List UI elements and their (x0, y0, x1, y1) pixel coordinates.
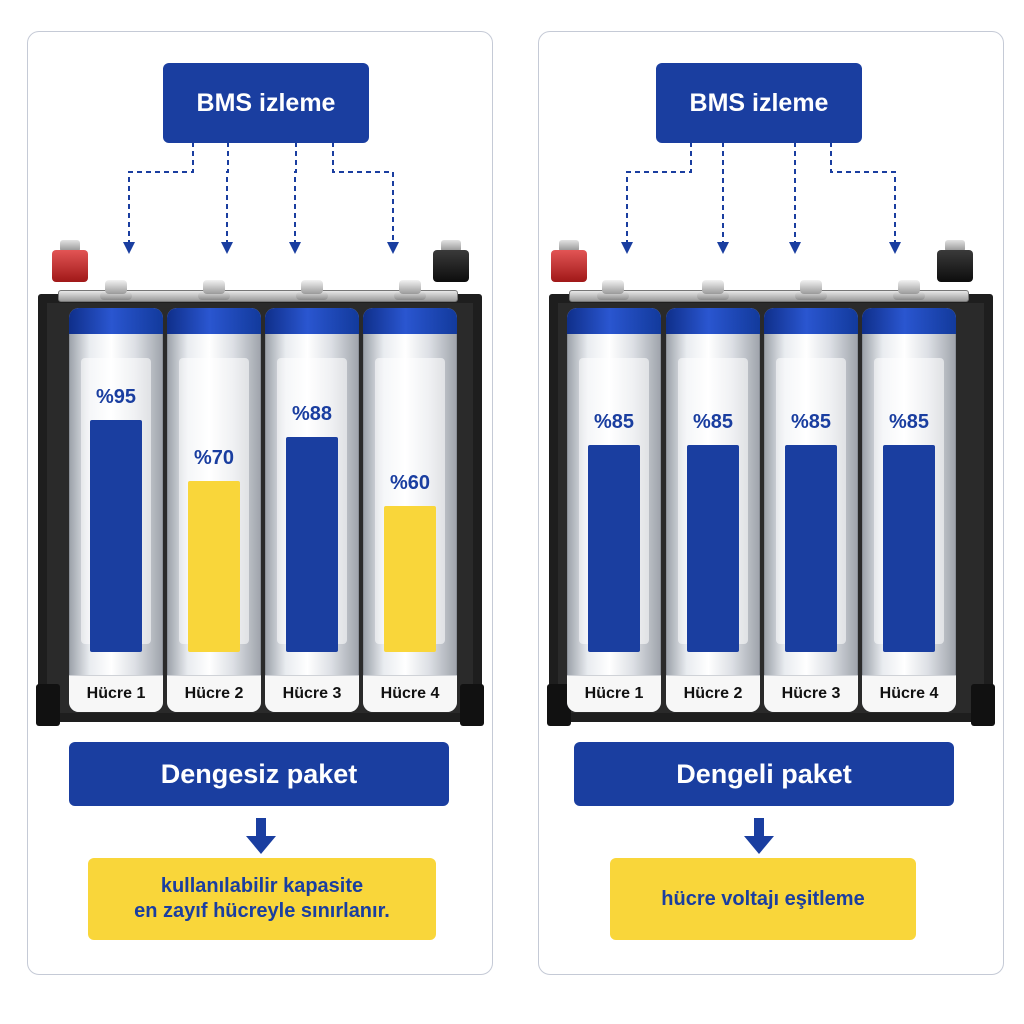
charge-bar (188, 481, 240, 652)
cell-3: %85 Hücre 3 (764, 308, 858, 712)
terminal-stud-icon (597, 280, 629, 302)
result-note: hücre voltajı eşitleme (610, 858, 916, 940)
arrow-down-icon (744, 818, 774, 854)
cell-percent: %85 (790, 411, 832, 433)
note-line-1: kullanılabilir kapasite (160, 875, 364, 897)
cell-label: Hücre 3 (265, 675, 359, 712)
charge-bar (90, 420, 142, 652)
cell-4: %85 Hücre 4 (862, 308, 956, 712)
frame-foot-left (36, 684, 60, 726)
frame-foot-right (971, 684, 995, 726)
cell-4: %60 Hücre 4 (363, 308, 457, 712)
busbar (569, 290, 969, 302)
bms-monitor-box: BMS izleme (656, 63, 862, 143)
negative-terminal-icon (433, 240, 469, 290)
bms-signal-wires (621, 142, 901, 254)
charge-bar (687, 445, 739, 652)
signal-wire (830, 142, 896, 242)
terminal-stud-icon (697, 280, 729, 302)
cell-label: Hücre 2 (666, 675, 760, 712)
charge-bar (883, 445, 935, 652)
cell-label: Hücre 3 (764, 675, 858, 712)
arrowhead-icon (387, 242, 399, 254)
signal-wire (128, 142, 194, 242)
signal-wire (294, 142, 297, 242)
pack-title: Dengeli paket (574, 742, 954, 806)
negative-terminal-icon (937, 240, 973, 290)
note-line-1: hücre voltajı eşitleme (661, 887, 865, 910)
charge-bar (785, 445, 837, 652)
charge-bar (588, 445, 640, 652)
cell-label: Hücre 1 (69, 675, 163, 712)
cell-1: %85 Hücre 1 (567, 308, 661, 712)
signal-wire (226, 142, 229, 242)
positive-terminal-icon (551, 240, 587, 290)
bms-signal-wires (123, 142, 399, 254)
busbar (58, 290, 458, 302)
cell-label: Hücre 2 (167, 675, 261, 712)
cell-3: %88 Hücre 3 (265, 308, 359, 712)
cell-percent: %85 (692, 411, 734, 433)
cell-percent: %88 (291, 403, 333, 425)
arrowhead-icon (289, 242, 301, 254)
terminal-stud-icon (394, 280, 426, 302)
charge-bar (286, 437, 338, 652)
result-note: kullanılabilir kapasite en zayıf hücreyl… (88, 858, 436, 940)
note-line-2: en zayıf hücreyle sınırlanır. (134, 900, 390, 922)
frame-foot-right (460, 684, 484, 726)
cell-percent: %95 (95, 386, 137, 408)
terminal-stud-icon (100, 280, 132, 302)
cell-percent: %85 (888, 411, 930, 433)
charge-bar (384, 506, 436, 652)
positive-terminal-icon (52, 240, 88, 290)
signal-wire (332, 142, 394, 242)
cell-label: Hücre 4 (862, 675, 956, 712)
arrowhead-icon (123, 242, 135, 254)
pack-title: Dengesiz paket (69, 742, 449, 806)
unbalanced-pack-panel: BMS izleme %95 Hücre 1 %70 Hücre 2 %88 H… (27, 31, 493, 975)
terminal-stud-icon (198, 280, 230, 302)
cell-percent: %70 (193, 447, 235, 469)
terminal-stud-icon (296, 280, 328, 302)
balanced-pack-panel: BMS izleme %85 Hücre 1 %85 Hücre 2 %85 H… (538, 31, 1004, 975)
terminal-stud-icon (893, 280, 925, 302)
cell-label: Hücre 1 (567, 675, 661, 712)
signal-wire (626, 142, 692, 242)
cell-percent: %60 (389, 472, 431, 494)
cell-2: %85 Hücre 2 (666, 308, 760, 712)
arrowhead-icon (789, 242, 801, 254)
cell-percent: %85 (593, 411, 635, 433)
cell-1: %95 Hücre 1 (69, 308, 163, 712)
bms-monitor-box: BMS izleme (163, 63, 369, 143)
arrowhead-icon (621, 242, 633, 254)
arrowhead-icon (717, 242, 729, 254)
arrowhead-icon (221, 242, 233, 254)
cell-label: Hücre 4 (363, 675, 457, 712)
arrowhead-icon (889, 242, 901, 254)
terminal-stud-icon (795, 280, 827, 302)
cell-2: %70 Hücre 2 (167, 308, 261, 712)
arrow-down-icon (246, 818, 276, 854)
